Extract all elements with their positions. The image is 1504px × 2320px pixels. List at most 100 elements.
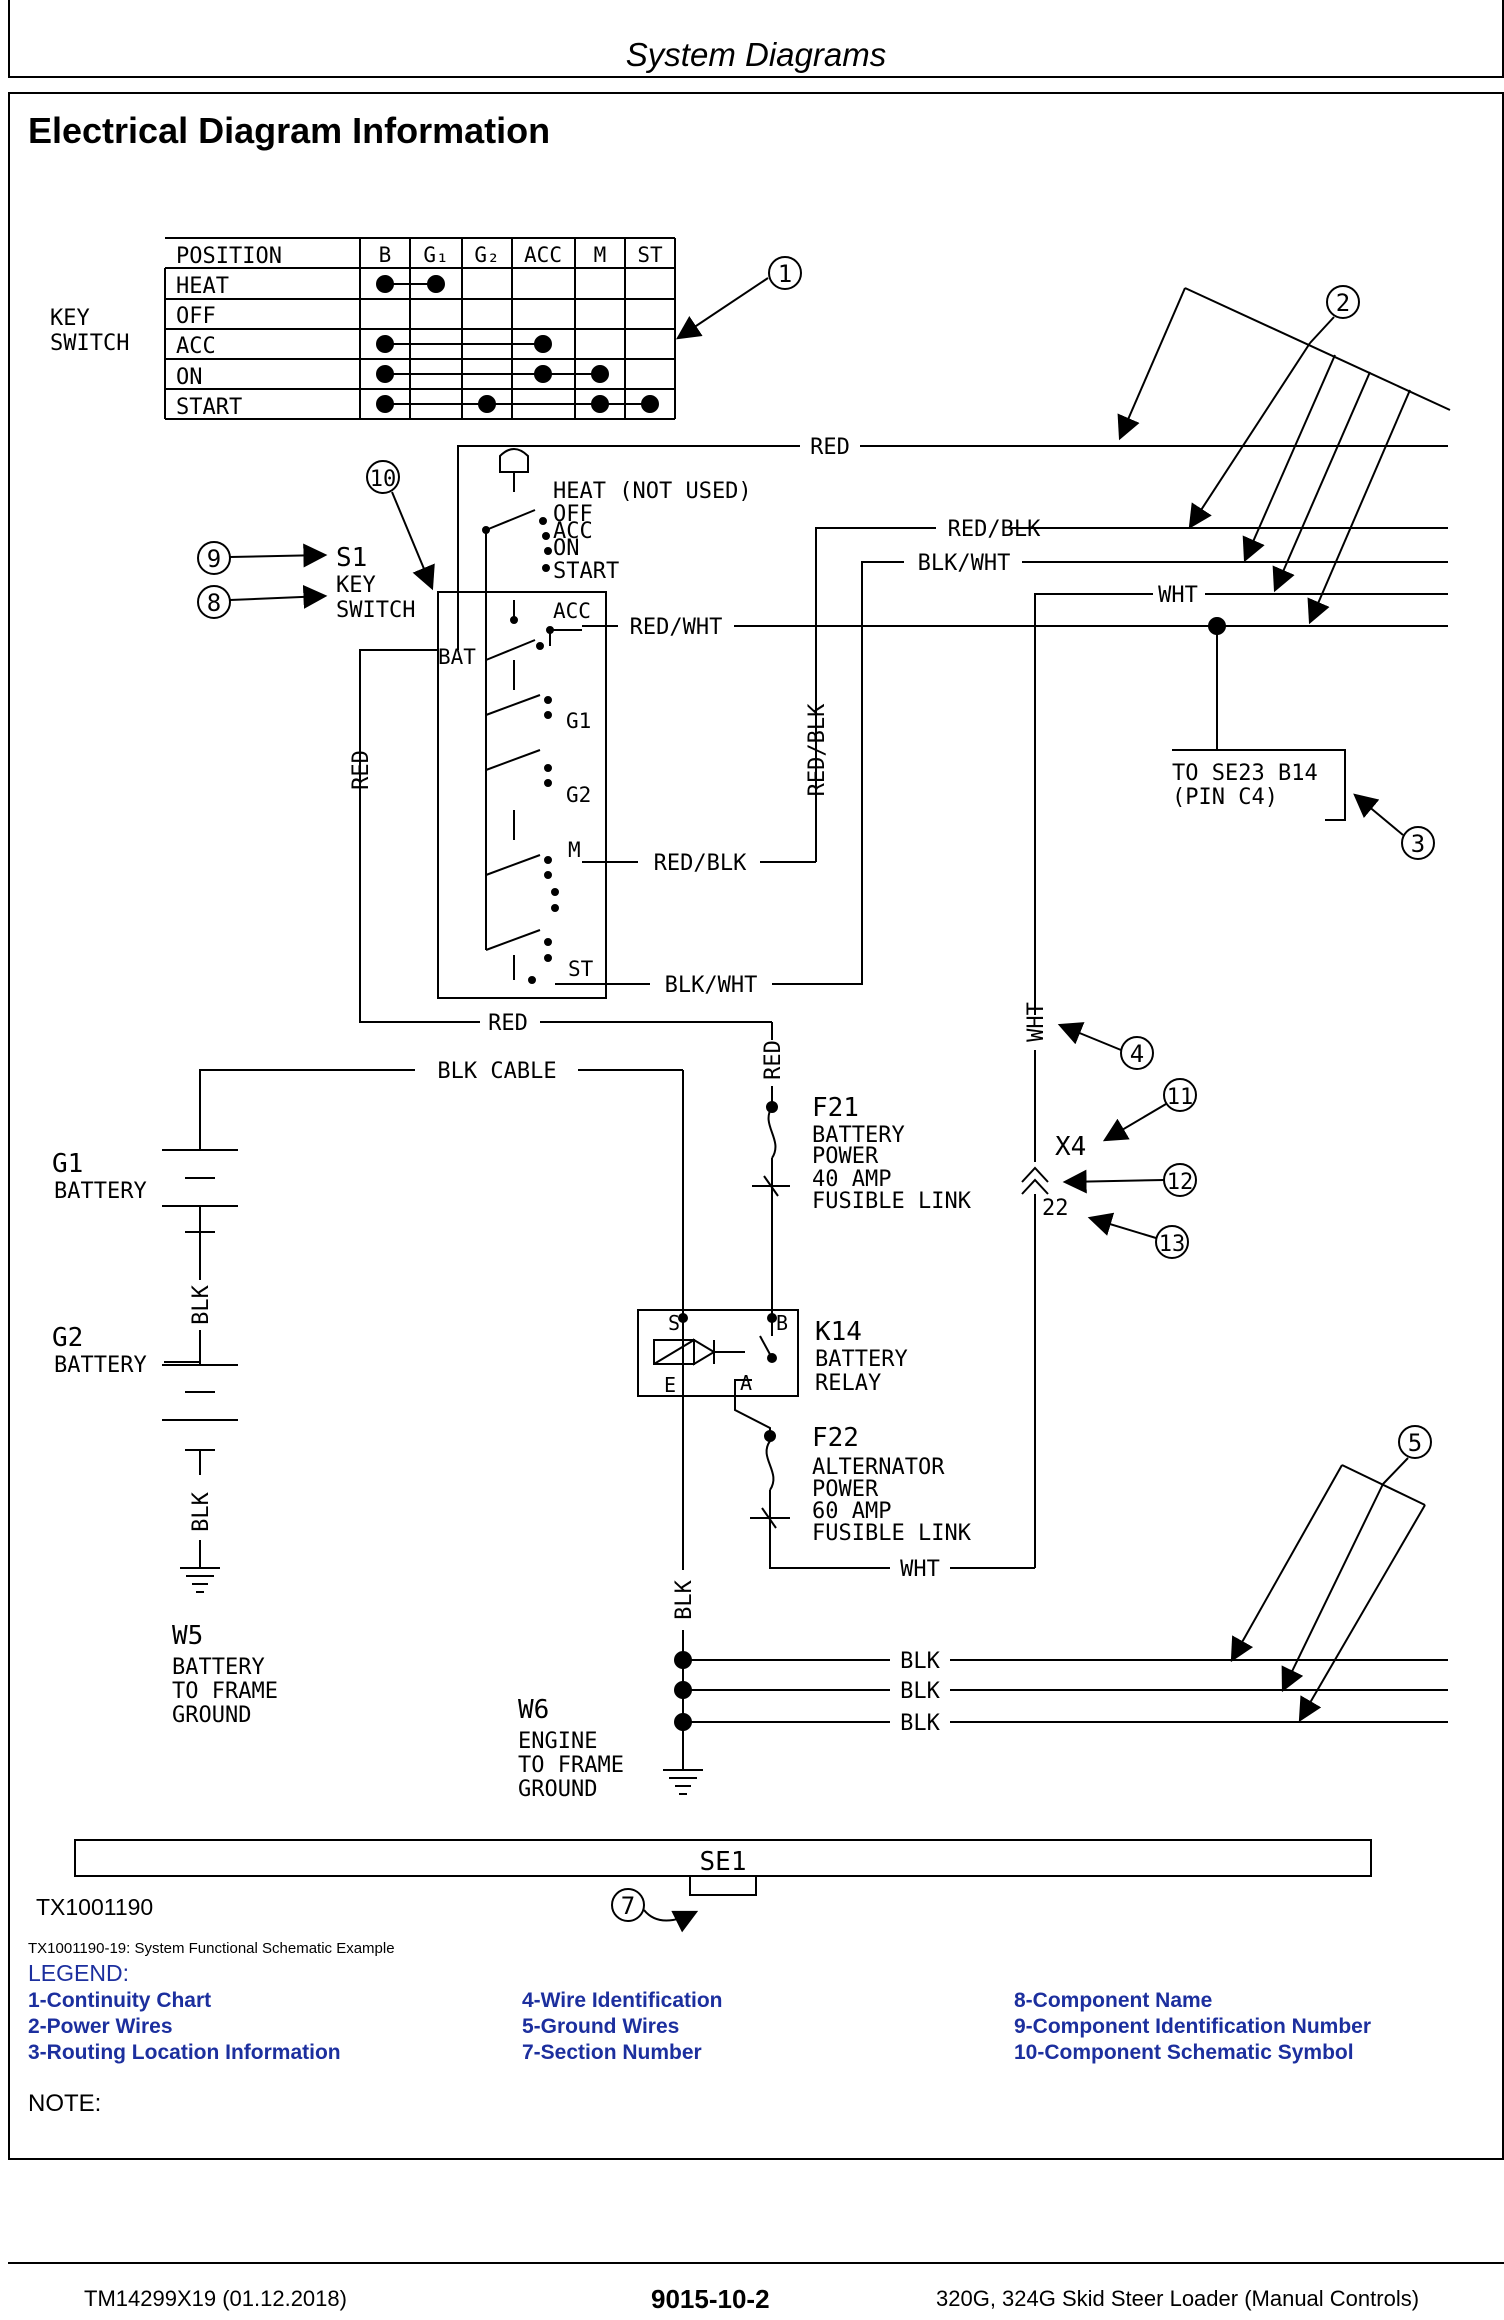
k14-pin-a: A	[740, 1371, 752, 1395]
legend-item: 4-Wire Identification	[522, 1989, 723, 2012]
f21-id: F21	[812, 1093, 859, 1123]
footer-page-number: 9015-10-2	[651, 2284, 770, 2314]
w5-desc-3: GROUND	[172, 1703, 251, 1728]
s1-position-heat: HEAT (NOT USED)	[553, 479, 752, 504]
chart-col-b: B	[379, 243, 392, 267]
s1-position-on: ON	[553, 536, 580, 561]
callout-2: 2	[1117, 285, 1451, 625]
s1-position-start: START	[553, 559, 619, 584]
s1-term-m: M	[568, 838, 581, 862]
callout-13: 13	[1087, 1212, 1189, 1259]
callout-4-label: 4	[1130, 1040, 1144, 1068]
figure-caption: TX1001190-19: System Functional Schemati…	[28, 1940, 395, 1957]
legend-item: 7-Section Number	[522, 2041, 702, 2064]
callout-2-label: 2	[1336, 289, 1350, 317]
ground-w5: W5 BATTERY TO FRAME GROUND	[172, 1567, 278, 1728]
page-header: System Diagrams	[8, 0, 1504, 78]
f21-desc-2: POWER	[812, 1144, 879, 1169]
legend-column-1: 1-Continuity Chart 2-Power Wires 3-Routi…	[28, 1988, 341, 2066]
wire-blk-ground-2: BLK	[900, 1679, 940, 1704]
k14-desc-1: BATTERY	[815, 1347, 908, 1372]
g2-desc: BATTERY	[54, 1353, 147, 1378]
w6-id: W6	[518, 1695, 549, 1725]
k14-pin-e: E	[664, 1373, 676, 1397]
wire-blk-wht-top: BLK/WHT	[918, 551, 1011, 576]
f22-desc-1: ALTERNATOR	[812, 1455, 945, 1480]
s1-position-off: OFF	[553, 502, 593, 527]
chart-col-acc: ACC	[524, 243, 562, 267]
chart-row-on: ON	[176, 365, 203, 390]
callout-1: 1	[676, 256, 802, 340]
legend-column-2: 4-Wire Identification 5-Ground Wires 7-S…	[522, 1988, 723, 2066]
w5-id: W5	[172, 1621, 203, 1651]
wire-red-blk-top: RED/BLK	[948, 517, 1041, 542]
chart-row-acc: ACC	[176, 334, 216, 359]
callout-8: 8	[197, 584, 328, 619]
chart-row-off: OFF	[176, 304, 216, 329]
callout-1-label: 1	[778, 260, 792, 288]
legend-item: 1-Continuity Chart	[28, 1989, 212, 2012]
k14-pin-s: S	[668, 1311, 680, 1335]
w6-desc-3: GROUND	[518, 1777, 597, 1802]
s1-position-acc: ACC	[553, 519, 593, 544]
chart-side-label-2: SWITCH	[50, 331, 129, 356]
w6-desc-2: TO FRAME	[518, 1753, 624, 1778]
f22-desc-2: POWER	[812, 1477, 879, 1502]
f21-desc-1: BATTERY	[812, 1123, 905, 1148]
x4-pin: 22	[1042, 1196, 1069, 1221]
routing-line-1: TO SE23 B14	[1172, 761, 1318, 786]
chart-col-g1: G₁	[423, 243, 448, 267]
callout-9-label: 9	[207, 545, 221, 573]
callout-10: 10	[366, 460, 435, 591]
s1-term-acc: ACC	[553, 599, 591, 623]
f21-desc-4: FUSIBLE LINK	[812, 1189, 972, 1214]
callout-12-label: 12	[1167, 1170, 1194, 1195]
wire-red-blk-vertical: RED/BLK	[805, 703, 830, 796]
callout-13-label: 13	[1159, 1232, 1186, 1257]
fuse-f22: WHT F22 ALTERNATOR POWER 60 AMP FUSIBLE …	[734, 1396, 1035, 1582]
footer-rule	[8, 2262, 1504, 2264]
battery-g2: BLK G2 BATTERY BLK	[52, 1232, 238, 1568]
w5-desc-2: TO FRAME	[172, 1679, 278, 1704]
section-title: Electrical Diagram Information	[28, 110, 551, 151]
wire-red-bottom: RED	[488, 1011, 528, 1036]
wire-blk-ground-1: BLK	[900, 1649, 940, 1674]
wire-red-top: RED	[810, 435, 850, 460]
chart-side-label-1: KEY	[50, 306, 90, 331]
callout-11-label: 11	[1167, 1085, 1194, 1110]
w5-desc-1: BATTERY	[172, 1655, 265, 1680]
callout-5-label: 5	[1408, 1429, 1422, 1457]
footer-manual-id: TM14299X19 (01.12.2018)	[84, 2286, 347, 2311]
footer-machine: 320G, 324G Skid Steer Loader (Manual Con…	[936, 2286, 1420, 2311]
s1-term-g1: G1	[566, 709, 591, 733]
chart-col-g2: G₂	[474, 243, 499, 267]
note-label: NOTE:	[28, 2090, 102, 2117]
x4-id: X4	[1055, 1132, 1086, 1162]
wiring: RED RED/BLK BLK/WHT WHT RED/WHT TO SE23 …	[199, 435, 1448, 1310]
fuse-f21: F21 BATTERY POWER 40 AMP FUSIBLE LINK	[752, 1093, 972, 1310]
callout-3-label: 3	[1411, 830, 1425, 858]
k14-id: K14	[815, 1317, 862, 1347]
g2-id: G2	[52, 1323, 83, 1353]
s1-id: S1	[336, 543, 367, 573]
legend-item: 8-Component Name	[1014, 1989, 1213, 2012]
chart-col-st: ST	[637, 243, 663, 267]
g1-desc: BATTERY	[54, 1179, 147, 1204]
wire-blk-ground-3: BLK	[900, 1711, 940, 1736]
relay-k14: S B E A K14 BATTERY RELAY	[637, 1309, 908, 1397]
battery-g1: G1 BATTERY	[52, 1149, 238, 1233]
s1-name-2: SWITCH	[336, 598, 415, 623]
chart-col-m: M	[594, 243, 607, 267]
wire-blk-cable: BLK CABLE	[437, 1059, 556, 1084]
k14-desc-2: RELAY	[815, 1371, 881, 1396]
f22-desc-3: 60 AMP	[812, 1499, 891, 1524]
chart-row-heat: HEAT	[176, 274, 229, 299]
callout-9: 9	[197, 541, 328, 575]
f22-desc-4: FUSIBLE LINK	[812, 1521, 972, 1546]
callout-7: 7	[611, 1888, 699, 1933]
legend-item: 3-Routing Location Information	[28, 2041, 341, 2064]
callout-5: 5	[1230, 1425, 1432, 1723]
chart-row-start: START	[176, 395, 242, 420]
continuity-chart: KEY SWITCH POSITION B G₁ G₂ ACC M ST HEA…	[50, 237, 676, 420]
